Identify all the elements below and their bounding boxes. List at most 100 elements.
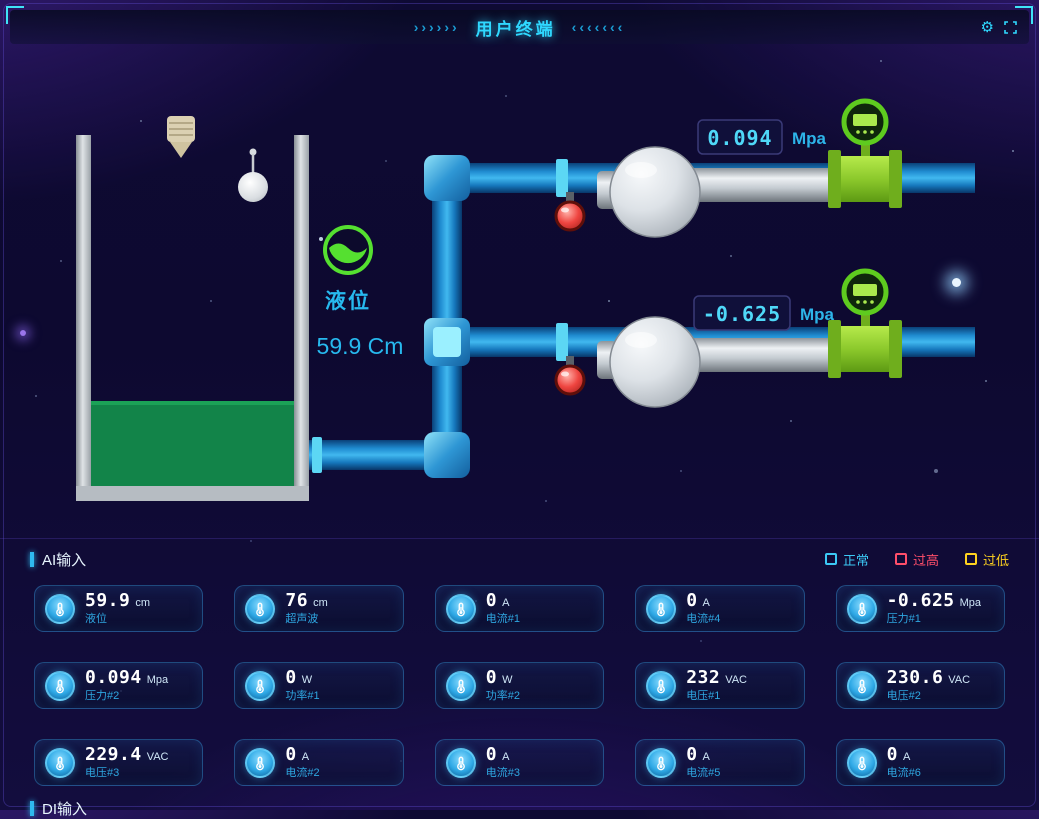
metric-unit: A xyxy=(902,751,911,764)
metric-value: 0 xyxy=(485,590,498,612)
pipe-collar-line2 xyxy=(556,323,568,361)
thermometer-icon xyxy=(646,747,677,778)
metric-value: 0 xyxy=(686,744,698,766)
fullscreen-icon[interactable] xyxy=(1004,20,1017,34)
metric-card: 0 A 电流#3 xyxy=(434,739,605,786)
pump-outlet-pipe xyxy=(664,168,836,202)
metric-unit: VAC xyxy=(948,674,971,687)
di-section-title-text: DI输入 xyxy=(42,801,88,818)
metric-value: 0 xyxy=(485,744,498,766)
level-label: 液位 xyxy=(325,289,371,313)
metric-card: 0 A 电流#6 xyxy=(835,739,1005,786)
metric-value: -0.625 xyxy=(886,590,955,612)
metric-text: 232 VAC 电压#1 xyxy=(686,668,747,702)
metric-unit: VAC xyxy=(146,751,169,764)
status-square-icon xyxy=(824,553,837,565)
di-input-section: DI输入 xyxy=(30,798,87,819)
thermometer-icon xyxy=(45,593,75,624)
metric-label: 超声波 xyxy=(285,613,319,626)
settings-gear-icon[interactable]: ⚙ xyxy=(980,18,994,36)
metric-value: 232 xyxy=(686,667,721,689)
meter-flange-right xyxy=(889,150,902,208)
thermometer-icon xyxy=(846,747,877,778)
status-square-icon xyxy=(964,553,977,565)
pipe-collar-tank xyxy=(312,437,322,473)
flow-meter-2 xyxy=(828,271,902,378)
metric-label: 压力#2 xyxy=(85,690,120,703)
metric-card: 0 A 电流#2 xyxy=(234,739,404,786)
metric-label: 电流#4 xyxy=(686,613,721,626)
pipe-fittings xyxy=(312,155,568,478)
metric-label: 液位 xyxy=(85,613,107,626)
ai-metric-grid: 59.9 cm 液位 76 cm xyxy=(0,585,1039,786)
metric-card: 230.6 VAC 电压#2 xyxy=(835,662,1005,709)
float-sensor-icon xyxy=(238,148,268,202)
metric-text: 76 cm 超声波 xyxy=(285,591,327,625)
metric-label: 电流#6 xyxy=(886,767,921,780)
tank xyxy=(76,135,309,501)
metric-value: 0 xyxy=(886,744,898,766)
metric-text: 0 W 功率#2 xyxy=(486,668,520,702)
legend-item: 过高 xyxy=(894,550,939,569)
metric-unit: W xyxy=(301,674,313,687)
metric-value: 230.6 xyxy=(886,667,944,689)
metric-card: 0 A 电流#4 xyxy=(635,585,805,632)
metric-text: 230.6 VAC 电压#2 xyxy=(887,668,971,702)
metric-text: 0 A 电流#5 xyxy=(686,745,720,779)
elbow-bottom xyxy=(424,432,470,478)
title-bar-accent xyxy=(30,801,34,816)
meter-body xyxy=(841,156,889,202)
status-legend: 正常 过高 过低 xyxy=(824,550,1009,569)
level-indicator: 液位 59.9 Cm xyxy=(317,225,403,359)
thermometer-icon xyxy=(45,670,75,701)
metric-unit: A xyxy=(702,751,710,764)
legend-label: 过低 xyxy=(982,552,1009,568)
metric-text: 0 A 电流#3 xyxy=(486,745,520,779)
metric-card: 59.9 cm 液位 xyxy=(34,585,204,632)
legend-label: 过高 xyxy=(912,552,939,568)
tank-wall-left xyxy=(76,135,91,501)
tee-core xyxy=(433,327,461,357)
metric-text: 0 W 功率#1 xyxy=(285,668,319,702)
thermometer-icon xyxy=(245,593,276,624)
indicator-light-2 xyxy=(554,354,586,396)
header-actions: ⚙ xyxy=(981,10,1017,44)
metric-value: 0 xyxy=(285,667,297,689)
metric-label: 电压#1 xyxy=(686,690,721,703)
metric-unit: cm xyxy=(135,597,151,610)
metric-card: 229.4 VAC 电压#3 xyxy=(34,739,204,786)
pressure-unit-2: Mpa xyxy=(800,305,835,324)
pump-1 xyxy=(597,146,836,238)
tank-liquid xyxy=(91,401,294,486)
status-square-icon xyxy=(894,553,907,565)
metric-text: 229.4 VAC 电压#3 xyxy=(85,745,169,779)
title-arrows-left: ›››››› xyxy=(413,19,460,35)
metric-text: 0 A 电流#6 xyxy=(887,745,921,779)
meter-flange-left xyxy=(828,150,841,208)
metric-card: 0 A 电流#1 xyxy=(434,585,605,632)
metric-unit: VAC xyxy=(725,674,748,687)
elbow-top xyxy=(424,155,470,201)
pressure-value-2: -0.625 xyxy=(703,302,781,326)
metric-card: -0.625 Mpa 压力#1 xyxy=(835,585,1005,632)
pipe-riser xyxy=(432,163,462,470)
metric-unit: A xyxy=(301,751,310,764)
thermometer-icon xyxy=(245,670,276,701)
metric-value: 59.9 xyxy=(85,590,131,612)
metric-label: 电流#5 xyxy=(686,767,721,780)
metric-text: 0.094 Mpa 压力#2 xyxy=(85,668,168,702)
metric-value: 0 xyxy=(285,744,297,766)
thermometer-icon xyxy=(245,747,276,778)
metric-card: 0 W 功率#1 xyxy=(234,662,404,709)
thermometer-icon xyxy=(846,593,877,624)
metric-card: 232 VAC 电压#1 xyxy=(635,662,805,709)
metric-unit: Mpa xyxy=(959,597,982,610)
thermometer-icon xyxy=(646,670,677,701)
pressure-display-2: -0.625 Mpa xyxy=(693,295,835,331)
metric-value: 76 xyxy=(285,590,309,612)
metric-card: 0 A 电流#5 xyxy=(635,739,805,786)
red-lamp xyxy=(554,200,586,232)
indicator-light-1 xyxy=(554,192,586,232)
starfield xyxy=(0,0,2,2)
metric-card: 0 W 功率#2 xyxy=(434,662,605,709)
